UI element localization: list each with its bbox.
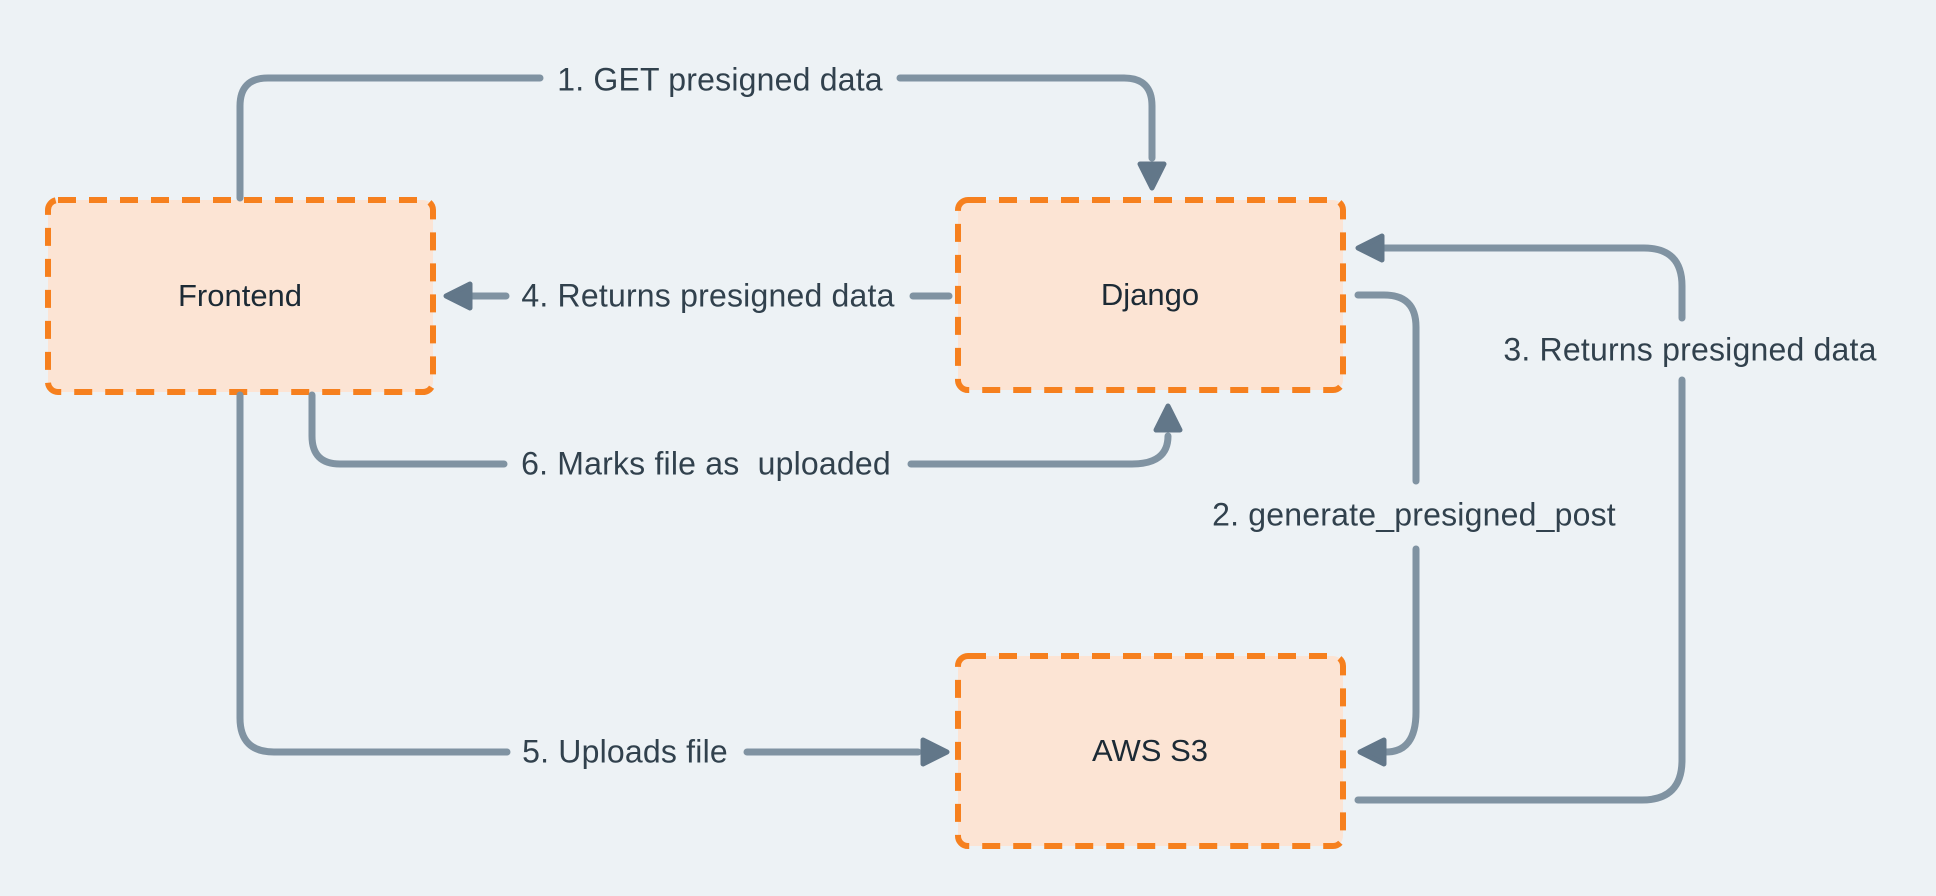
- edge-1-arrowhead-down: [1137, 161, 1167, 191]
- edge-3-line-top: [1380, 244, 1686, 322]
- edge-2-line-bottom: [1382, 545, 1420, 756]
- edge-1-line-right: [896, 74, 1156, 162]
- node-label-aws-s3: AWS S3: [1092, 733, 1208, 768]
- edge-5-arrowhead-right: [920, 737, 950, 767]
- edge-label-4-returns-presigned-data: 4. Returns presigned data: [521, 277, 895, 314]
- edge-label-3-returns-presigned-data: 3. Returns presigned data: [1503, 331, 1877, 368]
- edge-label-2-generate-presigned-post: 2. generate_presigned_post: [1212, 496, 1616, 533]
- django-node-box: [955, 197, 1346, 393]
- edge-2-arrowhead-left: [1357, 737, 1387, 767]
- edge-5-line-left: [236, 391, 511, 756]
- edge-3-arrowhead-left: [1355, 233, 1385, 263]
- edge-label-5-uploads-file: 5. Uploads file: [522, 733, 728, 770]
- edge-6-line-right: [907, 432, 1172, 468]
- edge-6-line-left: [308, 391, 508, 468]
- edge-label-6-marks-file-uploaded: 6. Marks file as uploaded: [521, 445, 891, 482]
- edge-label-1-get-presigned-data: 1. GET presigned data: [557, 61, 883, 98]
- aws-s3-node-box: [955, 653, 1346, 849]
- edge-6-arrowhead-up: [1153, 403, 1183, 433]
- edge-4-arrowhead-left: [443, 281, 473, 311]
- node-label-frontend: Frontend: [177, 278, 303, 313]
- edge-1-line-left: [236, 74, 544, 202]
- edge-2-line-top: [1354, 291, 1420, 485]
- node-label-django: Django: [1100, 277, 1200, 312]
- edge-3-line-bottom: [1354, 376, 1686, 804]
